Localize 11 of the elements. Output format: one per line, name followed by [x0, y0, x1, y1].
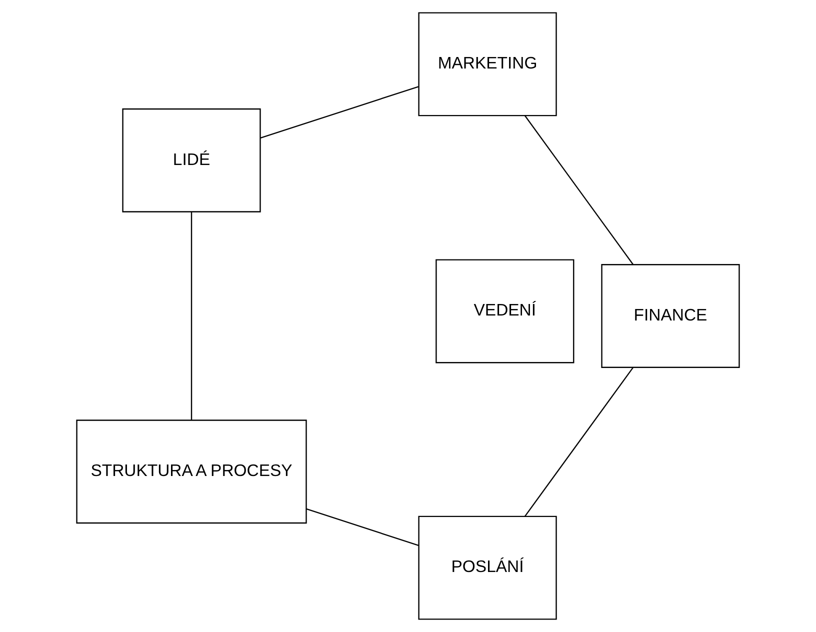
node-box: LIDÉ: [122, 108, 261, 212]
connector: [190, 212, 192, 420]
node-box: POSLÁNÍ: [418, 516, 557, 620]
connector: [306, 508, 419, 546]
connector: [260, 86, 419, 138]
connector: [524, 115, 634, 265]
node-box: MARKETING: [418, 12, 557, 116]
node-box: STRUKTURA A PROCESY: [76, 420, 307, 524]
node-box: FINANCE: [601, 264, 740, 368]
connector: [524, 367, 634, 517]
node-box: VEDENÍ: [436, 259, 574, 364]
